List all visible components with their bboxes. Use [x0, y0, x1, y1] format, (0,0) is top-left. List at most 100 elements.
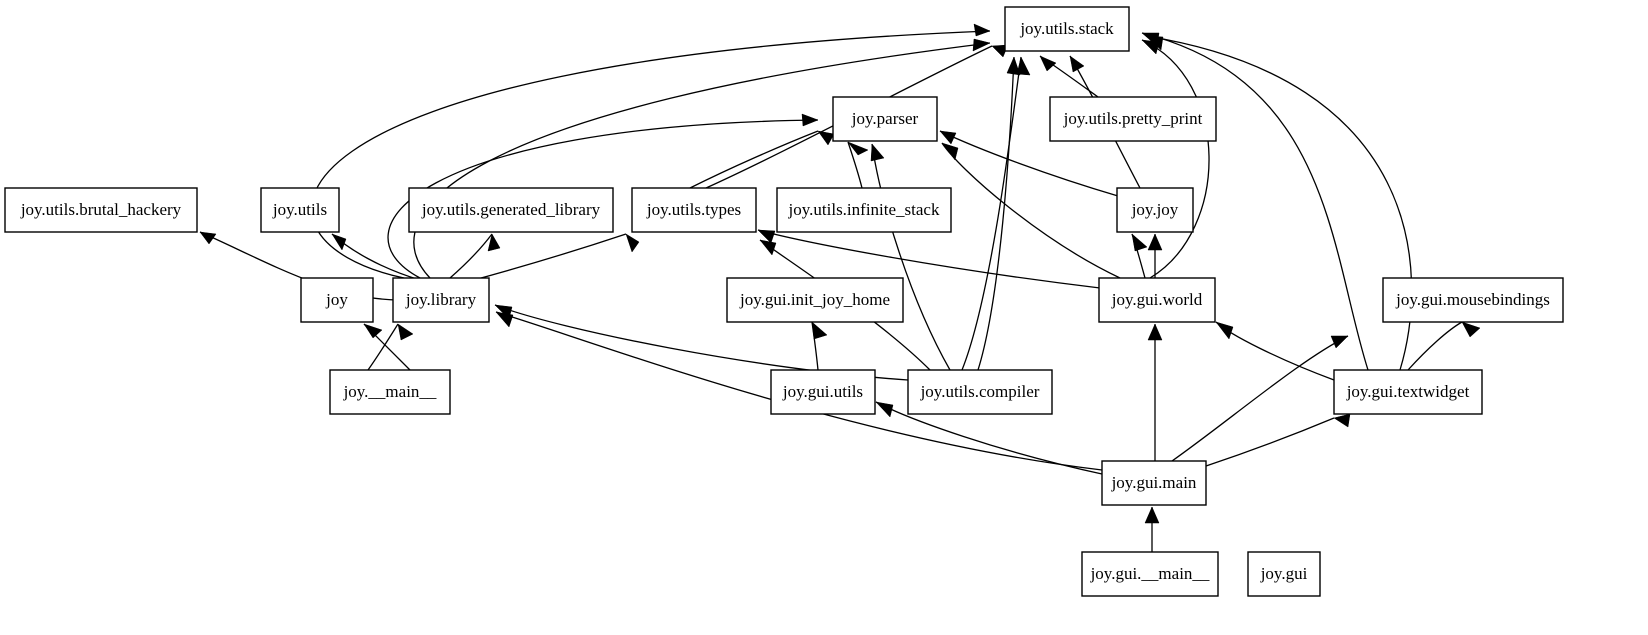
node-label: joy.gui [1260, 564, 1308, 583]
node-label: joy [325, 290, 348, 309]
arrowhead-icon [1330, 335, 1349, 349]
node-joy.gui.mousebindings[interactable]: joy.gui.mousebindings [1382, 277, 1564, 323]
node-box[interactable] [4, 187, 198, 233]
node-box[interactable] [776, 187, 952, 233]
arrowhead-icon [973, 23, 991, 37]
node-box[interactable] [260, 187, 340, 233]
arrowhead-icon [847, 141, 869, 156]
arrowhead-icon [1333, 413, 1351, 428]
edge-joy.gui.textwidget-to-joy.gui.world [1215, 321, 1335, 381]
node-box[interactable] [1382, 277, 1564, 323]
node-label: joy.utils.pretty_print [1063, 109, 1203, 128]
edge-joy.gui.textwidget-to-joy.utils.stack [1141, 32, 1369, 371]
edge-joy.library-to-joy.utils.generated_library [449, 233, 493, 279]
arrowhead-icon [397, 323, 414, 341]
edge-joy.gui.world-to-joy.utils.types [757, 229, 1101, 289]
node-box[interactable] [631, 187, 757, 233]
node-label: joy.utils.brutal_hackery [20, 200, 182, 219]
node-label: joy.utils.generated_library [421, 200, 601, 219]
edge-joy.gui.world-to-joy.parser [941, 142, 1121, 279]
node-joy.gui.textwidget[interactable]: joy.gui.textwidget [1333, 369, 1483, 415]
edge-joy.gui.textwidget-to-joy.gui.mousebindings [1407, 321, 1463, 371]
node-box[interactable] [726, 277, 904, 323]
edge-joy.utils.types-to-joy.parser [689, 130, 819, 189]
edge-joy.gui.main-to-joy.library [495, 311, 1103, 471]
node-box[interactable] [907, 369, 1053, 415]
arrowhead-icon [1006, 56, 1021, 76]
node-joy.gui.world[interactable]: joy.gui.world [1098, 277, 1216, 323]
node-box[interactable] [1333, 369, 1483, 415]
arrowhead-icon [1141, 32, 1160, 47]
edge-joy.gui.world-to-joy.utils.stack [1141, 39, 1210, 279]
node-label: joy.gui.__main__ [1090, 564, 1210, 583]
node-box[interactable] [392, 277, 490, 323]
node-box[interactable] [832, 96, 938, 142]
node-box[interactable] [329, 369, 451, 415]
node-box[interactable] [1049, 96, 1217, 142]
arrowhead-icon [801, 113, 819, 127]
arrowhead-icon [331, 233, 347, 251]
node-joy.gui.__main__[interactable]: joy.gui.__main__ [1081, 551, 1219, 597]
arrowhead-icon [817, 130, 835, 146]
arrowhead-icon [1131, 233, 1148, 252]
node-joy.gui[interactable]: joy.gui [1247, 551, 1321, 597]
arrowhead-icon [625, 233, 640, 253]
node-joy.utils[interactable]: joy.utils [260, 187, 340, 233]
node-box[interactable] [408, 187, 614, 233]
node-label: joy.gui.world [1111, 290, 1203, 309]
node-box[interactable] [1116, 187, 1194, 233]
node-label: joy.__main__ [343, 382, 437, 401]
edge-joy.gui.main-to-joy.gui.world [1171, 335, 1349, 462]
node-box[interactable] [1081, 551, 1219, 597]
arrowhead-icon [495, 311, 514, 328]
arrowhead-icon [939, 130, 957, 145]
arrowhead-icon [487, 233, 501, 252]
node-joy.utils.stack[interactable]: joy.utils.stack [1004, 6, 1130, 52]
node-joy.gui.init_joy_home[interactable]: joy.gui.init_joy_home [726, 277, 904, 323]
node-joy.utils.compiler[interactable]: joy.utils.compiler [907, 369, 1053, 415]
node-joy.parser[interactable]: joy.parser [832, 96, 938, 142]
node-joy.utils.brutal_hackery[interactable]: joy.utils.brutal_hackery [4, 187, 198, 233]
node-box[interactable] [1098, 277, 1216, 323]
node-box[interactable] [770, 369, 876, 415]
arrowhead-icon [875, 401, 894, 418]
node-joy.__main__[interactable]: joy.__main__ [329, 369, 451, 415]
node-box[interactable] [1101, 460, 1207, 506]
edges-layer [199, 23, 1481, 552]
arrowhead-icon [811, 321, 828, 340]
node-box[interactable] [300, 277, 374, 323]
edge-joy.utils.compiler-to-joy.utils.stack [961, 56, 1022, 371]
nodes-layer: joy.utils.stack joy.parser joy.utils.prett… [4, 6, 1564, 597]
node-label: joy.library [405, 290, 477, 309]
edge-joy.gui.main-to-joy.gui.textwidget [1205, 417, 1335, 467]
node-label: joy.gui.init_joy_home [739, 290, 890, 309]
node-joy.utils.pretty_print[interactable]: joy.utils.pretty_print [1049, 96, 1217, 142]
edge-joy.gui.textwidget-to-joy.utils.stack [1145, 35, 1413, 371]
node-box[interactable] [1004, 6, 1130, 52]
arrowhead-icon [1215, 321, 1234, 340]
node-joy[interactable]: joy [300, 277, 374, 323]
node-joy.library[interactable]: joy.library [392, 277, 490, 323]
arrowhead-icon [1016, 56, 1031, 76]
arrowhead-icon [1039, 55, 1057, 72]
arrowhead-icon [1069, 55, 1085, 73]
arrowhead-icon [757, 229, 776, 244]
node-joy.gui.utils[interactable]: joy.gui.utils [770, 369, 876, 415]
node-joy.gui.main[interactable]: joy.gui.main [1101, 460, 1207, 506]
node-joy.utils.infinite_stack[interactable]: joy.utils.infinite_stack [776, 187, 952, 233]
arrowhead-icon [972, 38, 991, 52]
arrowhead-icon [363, 323, 383, 339]
arrowhead-icon [199, 231, 217, 245]
arrowhead-icon [759, 239, 777, 256]
edge-joy.__main__-to-joy.library [367, 323, 399, 371]
node-label: joy.utils.infinite_stack [788, 200, 940, 219]
node-joy.joy[interactable]: joy.joy [1116, 187, 1194, 233]
arrowhead-icon [941, 142, 959, 161]
node-joy.utils.types[interactable]: joy.utils.types [631, 187, 757, 233]
edge-joy.utils.infinite_stack-to-joy.parser [847, 141, 863, 189]
edge-joy.utils.compiler-to-joy.utils.stack [977, 56, 1015, 371]
node-box[interactable] [1247, 551, 1321, 597]
node-label: joy.gui.main [1111, 473, 1197, 492]
node-joy.utils.generated_library[interactable]: joy.utils.generated_library [408, 187, 614, 233]
